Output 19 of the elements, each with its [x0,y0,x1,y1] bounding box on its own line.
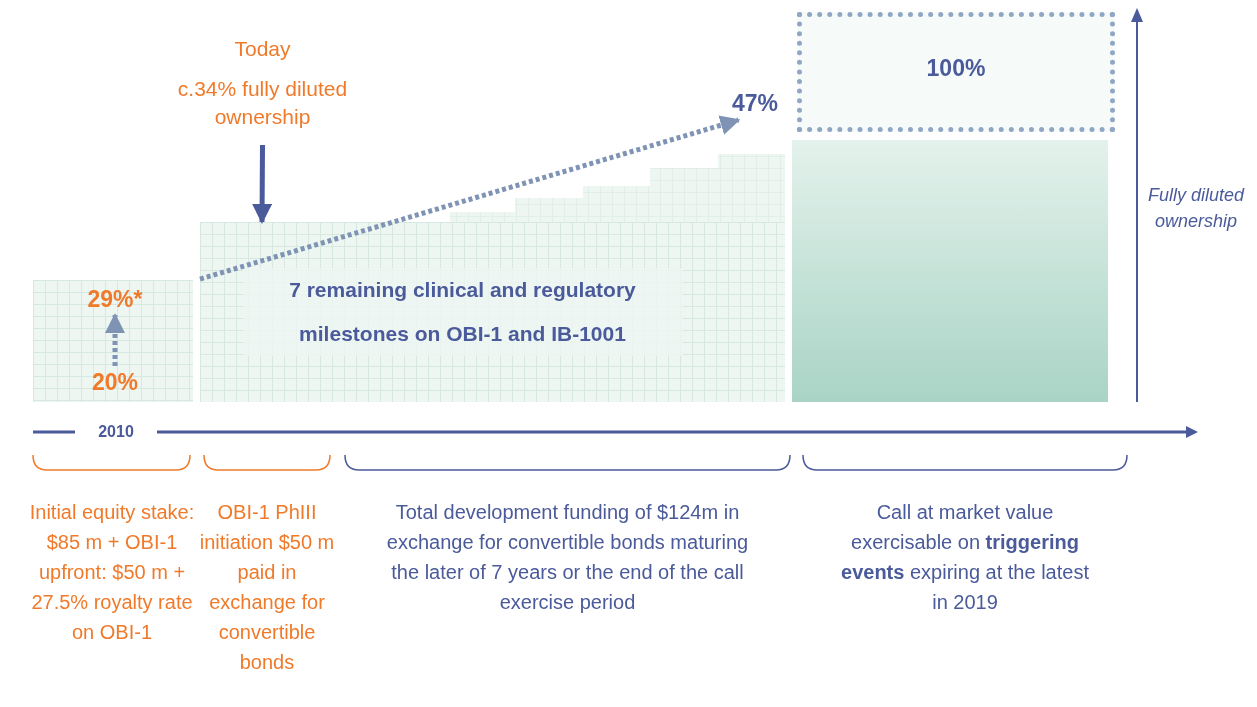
percentage-label: 29%* [70,283,160,315]
arrow [252,145,273,224]
description-text: Total development funding of $124m in exchange for convertible bonds maturing the later of 7 years or the end of the call exercise period [385,500,750,615]
grid-panel [33,280,193,402]
annotation-text: c.34% fully diluted ownership [176,76,349,130]
percentage-label: 20% [70,366,160,398]
arrow [199,115,741,282]
description-text: Initial equity stake: $85 m + OBI-1 upfront: $50 m + 27.5% royalty rate on OBI-1 [28,500,196,645]
percentage-label: 47% [722,86,788,120]
heading-text: Today [233,36,292,62]
milestone-text: 7 remaining clinical and regulatory milestones on OBI-1 and IB-1001 [242,268,683,356]
axis-label: Fully diluted ownership [1146,184,1246,233]
milestone-panel [200,222,785,402]
description-text: OBI-1 PhIII initiation $50 m paid in exchange for convertible bonds [198,500,336,675]
description-text: Call at market value exercisable on triggering events expiring at the latest in 2019 [840,500,1090,615]
year-label: 2010 [97,422,135,442]
dashed-target-box: 100% [797,12,1115,132]
ownership-bar [792,140,1108,402]
arrow [105,313,125,366]
